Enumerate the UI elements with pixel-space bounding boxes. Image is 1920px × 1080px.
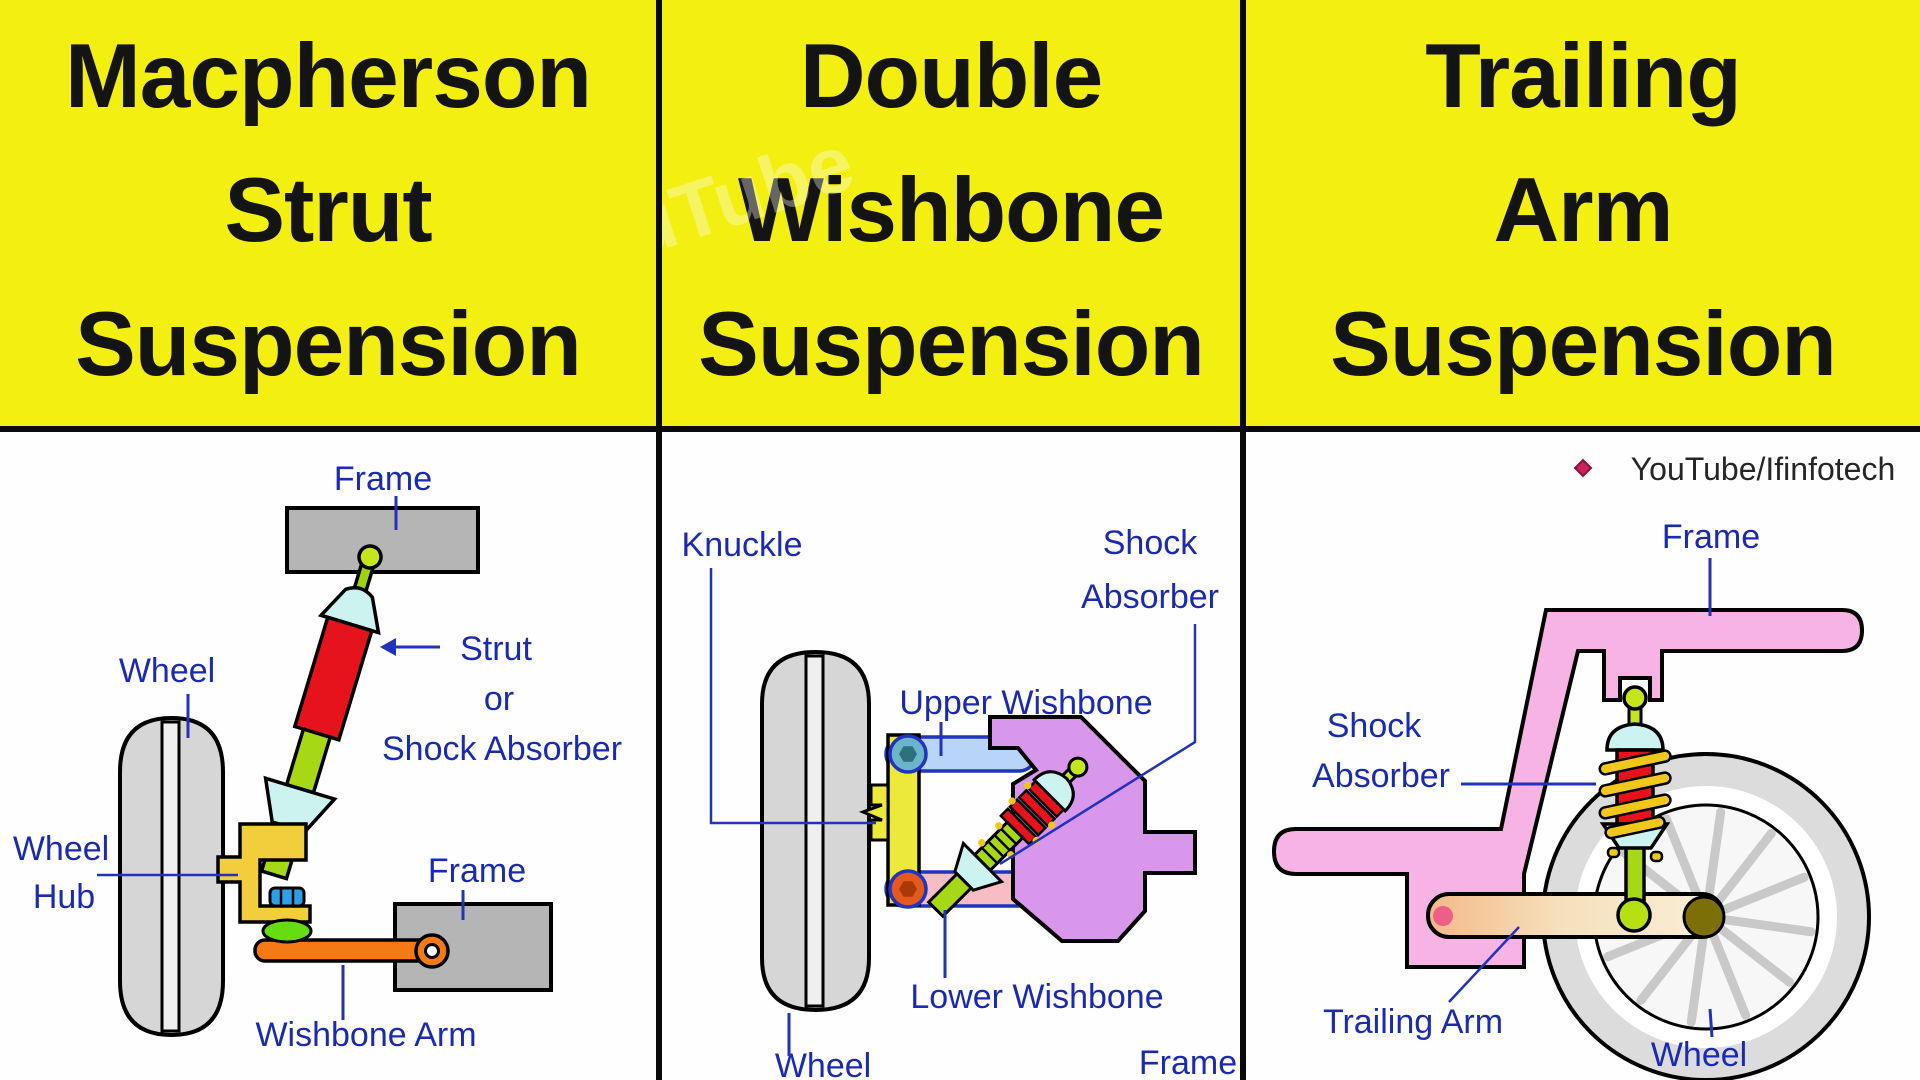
- strut-arrowhead-icon: [380, 638, 396, 656]
- label-wheel-hub-1: Wheel: [13, 830, 109, 868]
- strut-top-ball: [357, 544, 383, 570]
- lower-bushing-bolt: [899, 881, 917, 897]
- trailing-arm-diagram-svg: YouTube/Ifinfotech Frame Shock Absorber …: [1271, 451, 1896, 1080]
- label-strut-2: or: [484, 680, 514, 718]
- shock-lower-seat: [953, 840, 1005, 892]
- divider-2: [1240, 0, 1246, 1080]
- header-macpherson: Macpherson Strut Suspension: [0, 0, 656, 432]
- leader-knuckle: [709, 568, 876, 825]
- label-wishbone-arm: Wishbone Arm: [255, 1016, 476, 1054]
- coil-end: [978, 839, 986, 847]
- coil-end: [994, 822, 1003, 830]
- rod-thread: [999, 827, 1018, 846]
- label-strut-1: Strut: [460, 630, 532, 668]
- shock-dome: [1605, 722, 1665, 752]
- label-trailing-arm: Trailing Arm: [1323, 1003, 1503, 1041]
- divider-1: [656, 0, 662, 1080]
- red-diamond-icon: [1573, 458, 1593, 478]
- label-knuckle: Knuckle: [682, 526, 803, 564]
- title-macpherson: Macpherson Strut Suspension: [64, 26, 592, 395]
- shock-foot: [926, 871, 974, 919]
- label-frame-top: Frame: [334, 460, 432, 498]
- label-upper-wishbone: Upper Wishbone: [899, 684, 1152, 722]
- frame-body: [1271, 608, 1865, 969]
- diagram-macpherson: Frame Strut or Shock Absorber Wheel Whee…: [0, 432, 656, 1080]
- diagram-double-wishbone: Knuckle Shock Absorber Upper Wishbone Lo…: [662, 432, 1240, 1080]
- leader-wheel: [1708, 1008, 1714, 1038]
- label-lower-wishbone: Lower Wishbone: [910, 978, 1163, 1016]
- wheel-stripe: [804, 654, 825, 1008]
- shock-absorber-assembly: [926, 756, 1089, 919]
- credit-text: YouTube/Ifinfotech: [1631, 451, 1896, 487]
- label-shock-2: Absorber: [1312, 757, 1450, 795]
- ball-joint-bushing: [261, 918, 313, 944]
- coil-spring: [1598, 749, 1672, 863]
- coil-end: [1023, 781, 1032, 790]
- wheel-hub-bracket: [216, 822, 312, 924]
- coil-band: [1026, 779, 1066, 819]
- shock-top-ball: [1622, 685, 1648, 711]
- panel-double-wishbone: uTube Double Wishbone Suspension: [662, 0, 1240, 1080]
- coil-end: [1008, 797, 1016, 805]
- title-double-wishbone: Double Wishbone Suspension: [698, 26, 1205, 395]
- label-wheel: Wheel: [1651, 1036, 1747, 1074]
- label-frame: Frame: [1662, 518, 1760, 556]
- label-shock-2: Absorber: [1081, 578, 1219, 616]
- strut-upper-mount: [317, 586, 381, 636]
- upper-bushing-bolt: [899, 746, 917, 762]
- pivot-dot: [1433, 906, 1453, 926]
- leader-trailing-arm: [1448, 926, 1520, 1003]
- header-trailing-arm: Trailing Arm Suspension: [1246, 0, 1920, 432]
- panel-trailing-arm: Trailing Arm Suspension: [1246, 0, 1920, 1080]
- strut-red-body: [292, 615, 374, 742]
- coil-end: [1048, 821, 1056, 829]
- diagram-trailing-arm: YouTube/Ifinfotech Frame Shock Absorber …: [1246, 432, 1920, 1080]
- wishbone-arm-eye-hole: [424, 943, 440, 959]
- strut-rod-upper: [284, 726, 333, 795]
- shock-absorber-assembly: [1598, 685, 1672, 933]
- shock-top-ball: [1067, 756, 1089, 778]
- shock-rod: [1624, 840, 1646, 906]
- label-wheel: Wheel: [119, 652, 215, 690]
- trailing-arm-bar: [1426, 892, 1725, 939]
- frame-box-top: [285, 506, 480, 574]
- label-frame: Frame: [1139, 1044, 1237, 1080]
- rod-thread: [987, 840, 1005, 858]
- panel-macpherson: Macpherson Strut Suspension: [0, 0, 656, 1080]
- label-shock-1: Shock: [1327, 707, 1422, 745]
- knuckle-tab: [858, 783, 890, 842]
- label-shock-1: Shock: [1103, 524, 1198, 562]
- hub-nut: [268, 886, 306, 908]
- rod-thread: [980, 846, 999, 865]
- title-trailing-arm: Trailing Arm Suspension: [1330, 26, 1837, 395]
- label-strut-3: Shock Absorber: [382, 730, 622, 768]
- label-frame-bottom: Frame: [428, 852, 526, 890]
- label-wheel: Wheel: [775, 1047, 871, 1080]
- wheel-stripe: [160, 720, 181, 1033]
- macpherson-diagram-svg: Frame Strut or Shock Absorber Wheel Whee…: [13, 460, 622, 1054]
- double-wishbone-diagram-svg: Knuckle Shock Absorber Upper Wishbone Lo…: [682, 524, 1238, 1080]
- leader-shock: [999, 624, 1197, 866]
- shock-lower-mount: [1616, 897, 1652, 933]
- label-wheel-hub-2: Hub: [33, 878, 95, 916]
- wheel-hub: [1682, 895, 1726, 939]
- rod-thread: [993, 834, 1011, 852]
- shock-dome: [1031, 770, 1075, 814]
- header-double-wishbone: uTube Double Wishbone Suspension: [662, 0, 1240, 432]
